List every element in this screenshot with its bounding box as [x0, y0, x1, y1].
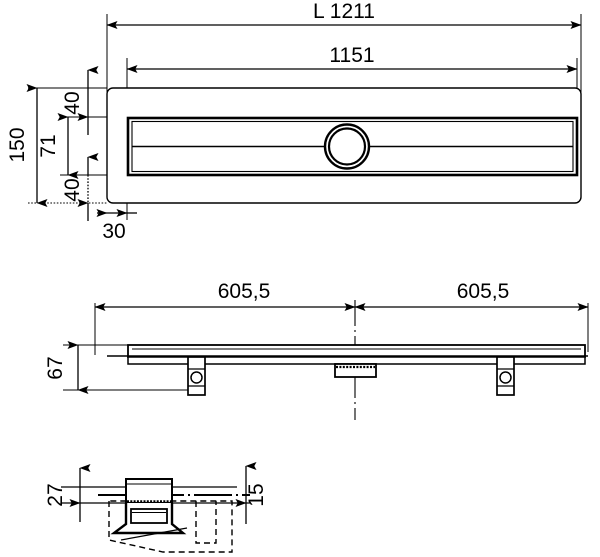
- center-outlet-spigot: [334, 363, 377, 378]
- dim-grate-length: 1151: [126, 44, 578, 73]
- dim-flange-top: 40: [61, 66, 99, 135]
- foot-right-bolt-hole: [499, 371, 512, 384]
- dim-label-overall-height: 67: [44, 356, 67, 379]
- detail-channel-section: [110, 478, 187, 535]
- dim-half-left: 605,5: [94, 280, 356, 311]
- detail-dashed-construction-outline: [108, 500, 233, 553]
- detail-slope-line: [120, 527, 188, 541]
- spigot-body: [334, 363, 377, 378]
- dim-overall-height: 67: [44, 341, 89, 394]
- dim-overall-length: L 1211: [106, 0, 582, 29]
- dim-label-flange-top: 40: [61, 91, 84, 114]
- dim-channel-width: 71: [37, 113, 79, 179]
- dim-half-right: 605,5: [354, 280, 589, 311]
- dim-flange-bottom: 40: [61, 153, 99, 221]
- dim-overall-width: 150: [6, 84, 48, 207]
- support-foot-right: [496, 356, 515, 396]
- dim-label-channel-width: 71: [37, 134, 60, 157]
- dim-label-overall-length: L 1211: [313, 0, 375, 23]
- detail-channel-upper-body: [125, 478, 173, 504]
- detail-gasket-block: [130, 508, 168, 524]
- dim-label-overall-width: 150: [6, 127, 29, 162]
- channel-profile-top: [127, 344, 586, 358]
- dim-label-detail-27: 27: [44, 483, 67, 506]
- dim-end-offset: 30: [96, 209, 137, 243]
- dim-detail-27: 27: [44, 464, 91, 522]
- dim-label-detail-15: 15: [245, 483, 268, 506]
- dim-detail-15: 15: [235, 462, 268, 524]
- detail-section-view: 27 15: [44, 462, 268, 553]
- dim-label-flange-bottom: 40: [61, 178, 84, 201]
- drain-outlet-inner-circle: [327, 127, 367, 166]
- dim-label-grate-length: 1151: [329, 44, 374, 67]
- support-foot-left: [187, 356, 206, 396]
- side-view-extension-lines: [63, 303, 589, 391]
- top-view: L 1211 1151 150 71 40: [6, 0, 582, 243]
- dim-label-end-offset: 30: [102, 220, 125, 243]
- dim-label-half-left: 605,5: [218, 280, 271, 303]
- dim-label-half-right: 605,5: [457, 280, 510, 303]
- foot-left-bolt-hole: [190, 371, 203, 384]
- side-elevation-view: 605,5 605,5 67: [44, 280, 589, 420]
